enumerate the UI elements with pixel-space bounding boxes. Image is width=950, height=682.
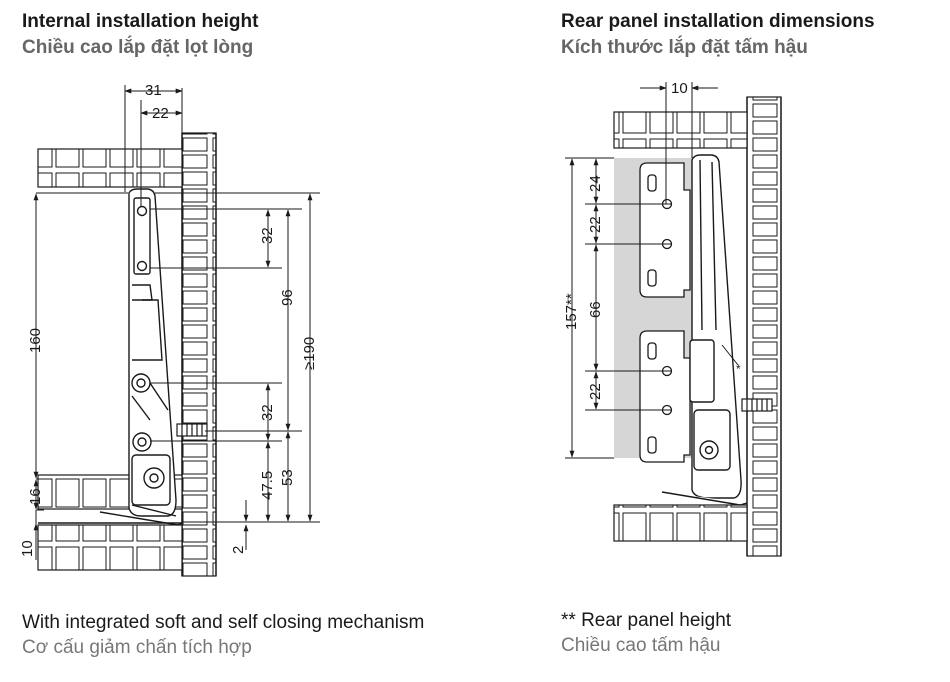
left-dim-2: 2 — [230, 546, 247, 554]
left-dim-10: 10 — [19, 540, 36, 557]
left-diagram-subtitle: Chiều cao lắp đặt lọt lòng — [22, 37, 254, 58]
right-dim-157: 157** — [563, 293, 580, 330]
right-cabinet-side-panel — [746, 96, 782, 557]
right-drawer-profile — [661, 154, 748, 506]
right-dimension-lines — [569, 85, 739, 458]
left-note-subtitle: Cơ cấu giảm chấn tích hợp — [22, 637, 252, 658]
right-dim-10: 10 — [671, 80, 688, 97]
left-diagram-title: Internal installation height — [22, 11, 259, 32]
left-dim-16: 16 — [27, 488, 44, 505]
right-rear-panel-bracket-upper — [639, 162, 691, 298]
left-note: With integrated soft and self closing me… — [22, 612, 425, 633]
left-dimension-lines — [33, 88, 313, 560]
left-cabinet-base-panel — [37, 522, 183, 571]
right-note-subtitle: Chiều cao tấm hậu — [561, 635, 721, 656]
right-diagram-subtitle: Kích thước lắp đặt tấm hậu — [561, 37, 808, 58]
right-extension-lines — [565, 82, 693, 459]
right-dim-66: 66 — [587, 301, 604, 318]
right-rear-panel-bracket-lower — [639, 330, 691, 463]
left-extension-lines — [36, 85, 320, 523]
left-dim-22: 22 — [152, 105, 169, 122]
right-mounting-screw — [741, 398, 773, 412]
right-diagram: 10 157** 24 22 66 22 * — [563, 80, 782, 557]
right-dim-24: 24 — [587, 175, 604, 192]
left-dim-53: 53 — [279, 469, 296, 486]
left-dim-47-5: 47.5 — [259, 471, 276, 500]
left-dim-160: 160 — [27, 328, 44, 353]
left-dim-190: ≥190 — [301, 337, 318, 370]
right-dim-22-bottom: 22 — [587, 383, 604, 400]
left-dim-96: 96 — [279, 289, 296, 306]
left-mounting-screw — [176, 423, 208, 437]
right-diagram-title: Rear panel installation dimensions — [561, 11, 875, 32]
left-cabinet-top-shelf — [37, 148, 183, 188]
left-dim-31: 31 — [145, 82, 162, 99]
right-cabinet-top-shelf — [613, 111, 748, 149]
right-dim-asterisk: * — [736, 362, 741, 376]
left-cabinet-side-panel — [181, 132, 217, 577]
right-note: ** Rear panel height — [561, 610, 732, 631]
left-dim-32-bottom: 32 — [259, 404, 276, 421]
right-dim-22-top: 22 — [587, 216, 604, 233]
left-diagram: 31 22 32 96 ≥190 160 32 47.5 53 16 10 2 — [19, 82, 320, 577]
right-cabinet-bottom-shelf — [613, 504, 748, 542]
left-dim-32-top: 32 — [259, 227, 276, 244]
